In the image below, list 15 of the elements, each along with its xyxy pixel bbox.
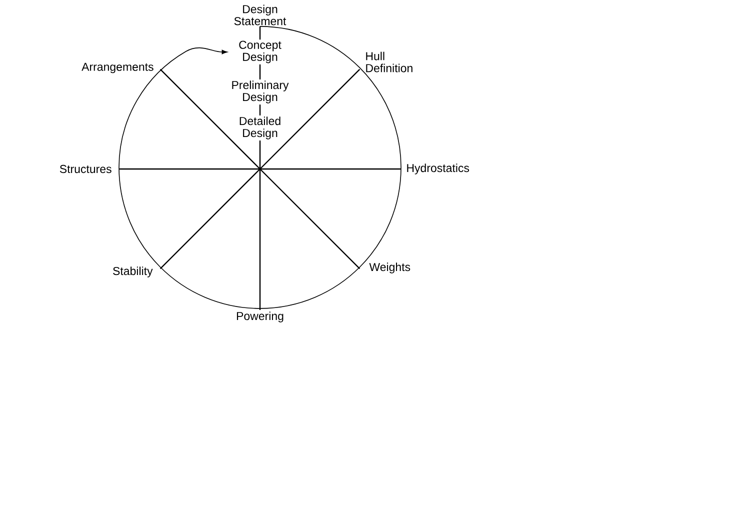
stage-label: Detailed Design — [240, 116, 280, 140]
connector-line — [259, 64, 261, 80]
stage-label: Hull Definition — [366, 52, 412, 72]
stage-label: Arrangements — [82, 62, 154, 74]
stage-label: Preliminary Design — [232, 80, 289, 104]
stage-label: Structures — [60, 164, 112, 174]
stage-label: Design Statement — [234, 4, 286, 26]
spiral-arrow — [118, 26, 402, 309]
stage-label: Stability — [113, 266, 153, 278]
connector-line — [259, 104, 261, 116]
connector-line — [259, 26, 261, 40]
stage-label: Hydrostatics — [407, 164, 470, 174]
stage-label: Concept Design — [239, 40, 282, 64]
stage-label: Weights — [369, 262, 410, 274]
stage-label: Powering — [236, 312, 284, 322]
